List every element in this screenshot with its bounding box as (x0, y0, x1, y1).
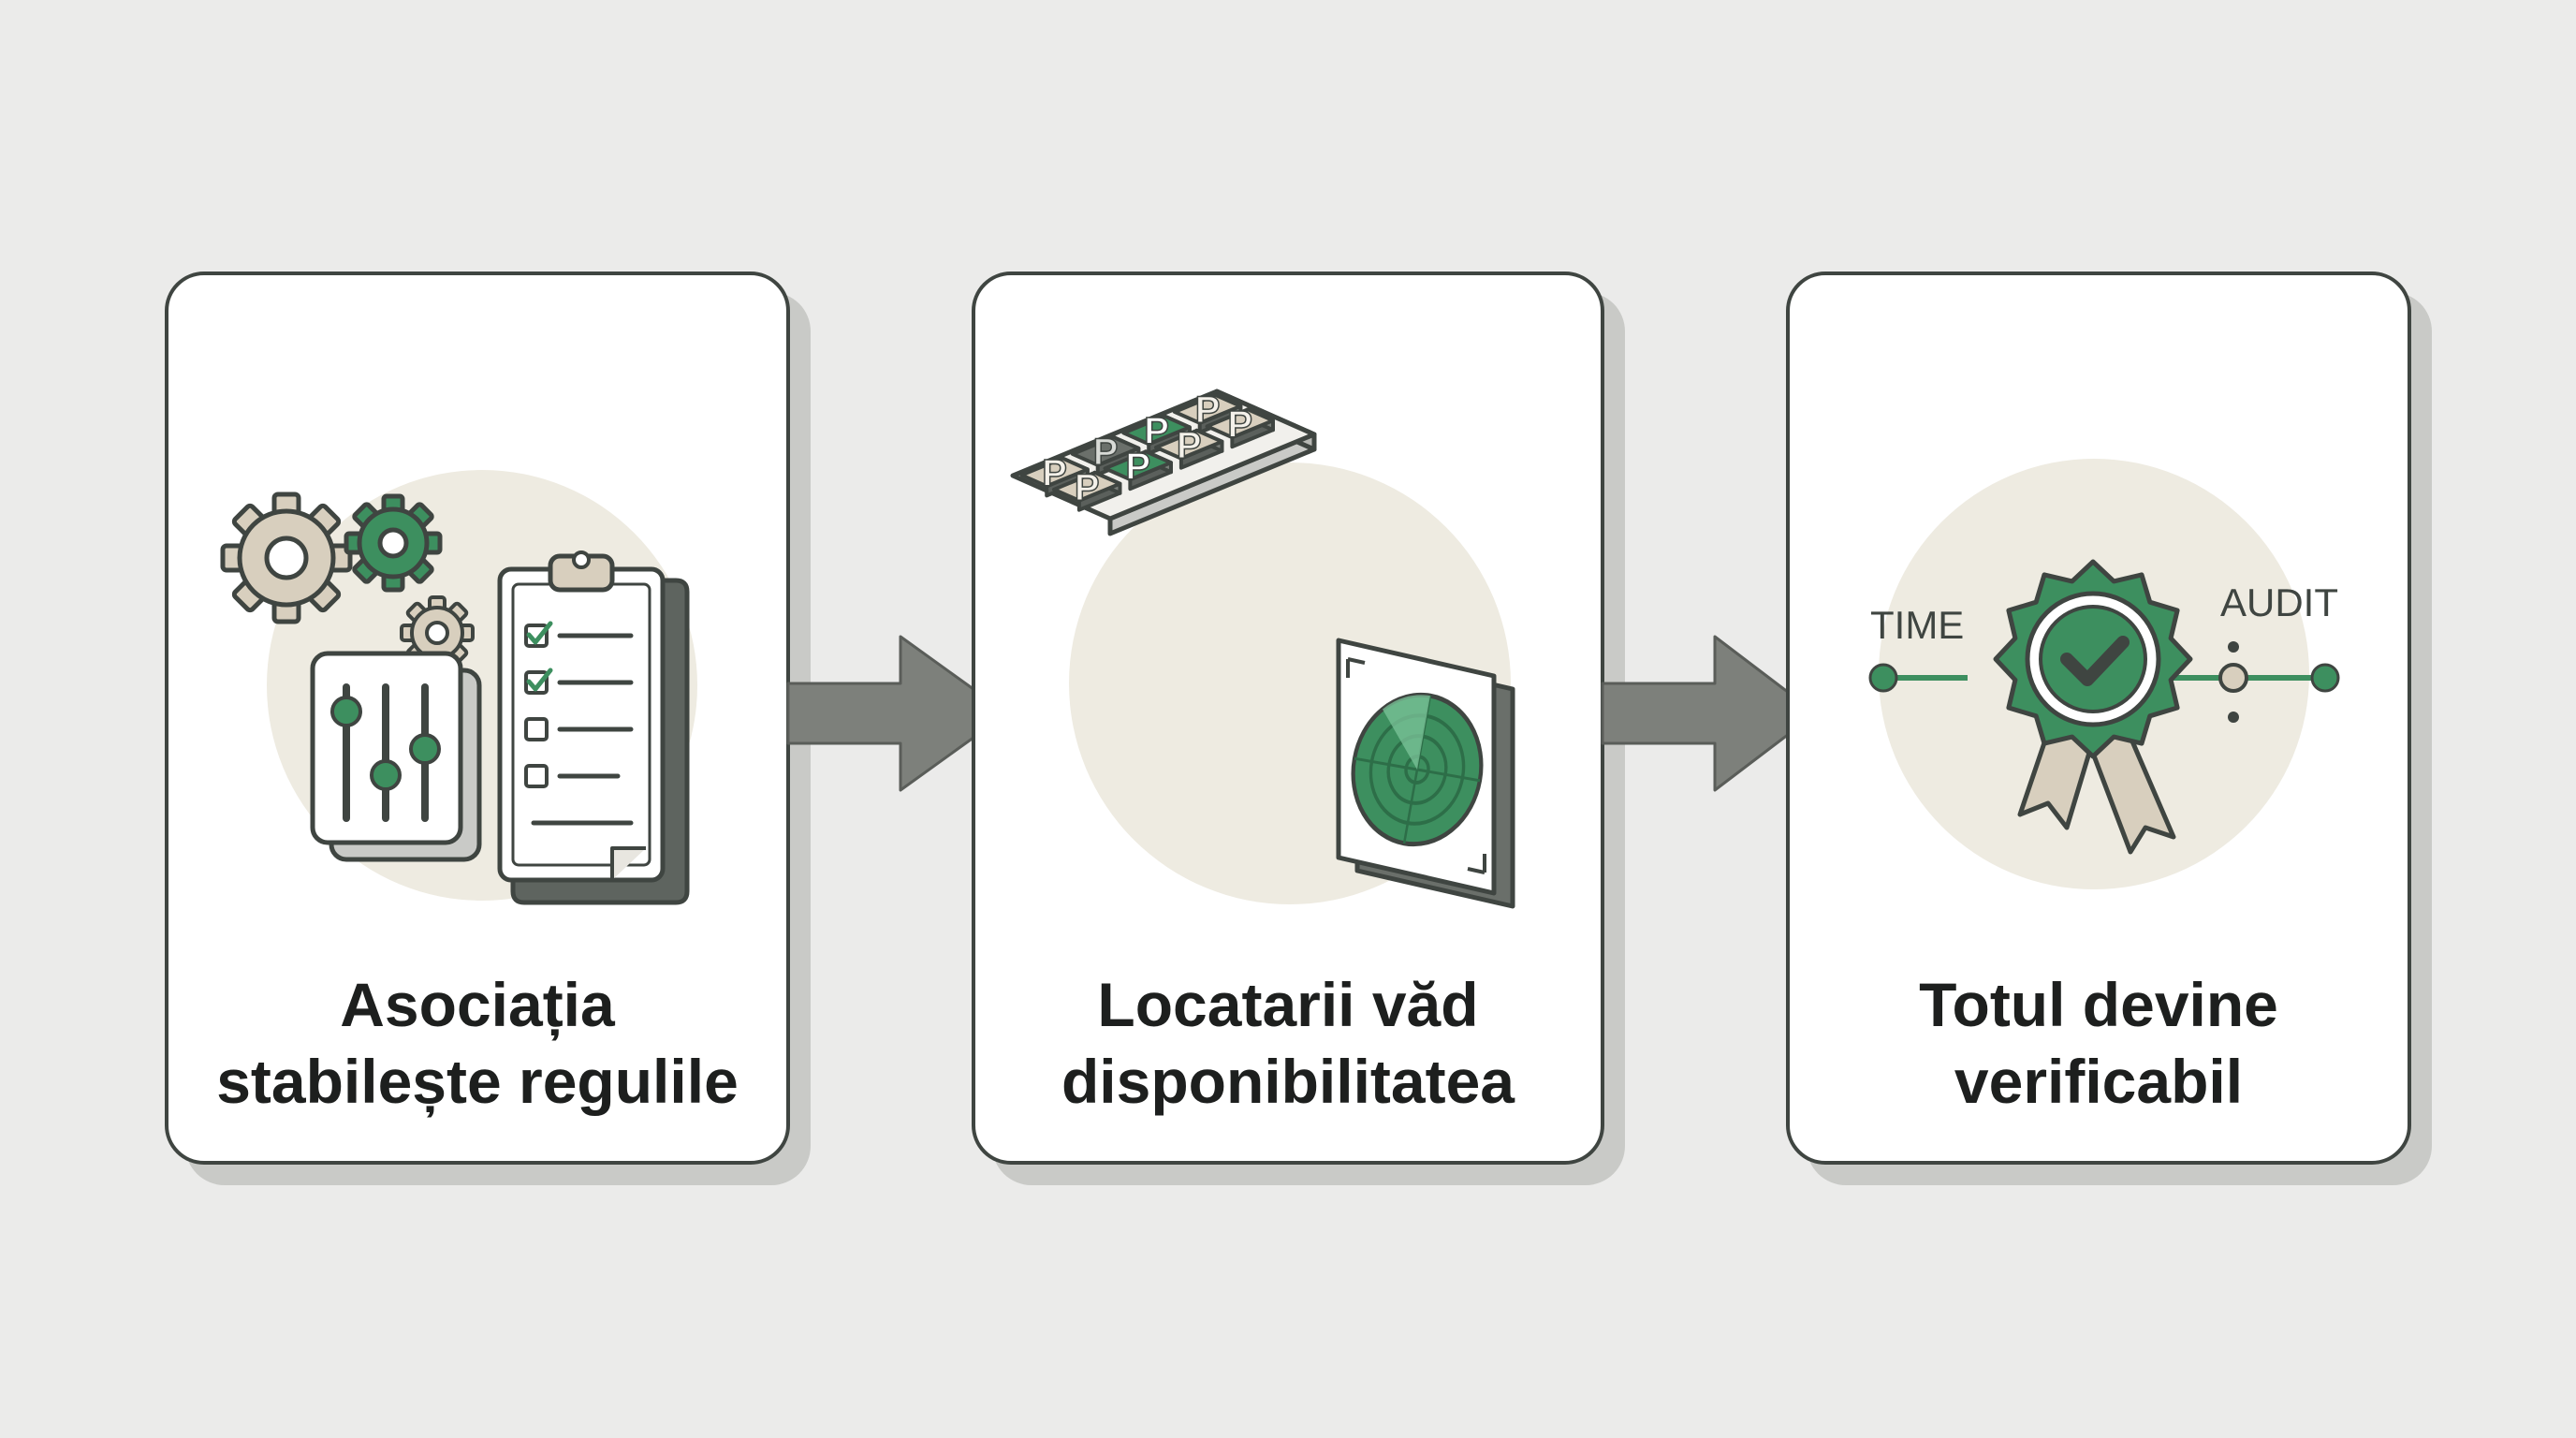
sliders-icon (310, 651, 482, 862)
step-caption-verifiable: Totul devine verificabil (1790, 966, 2408, 1120)
parking-spot: P (1052, 466, 1122, 512)
parking-spot: P (1103, 446, 1173, 492)
caption-line: Locatarii văd (1097, 970, 1479, 1039)
caption-line: verificabil (1954, 1047, 2244, 1116)
rules-illustration-svg (220, 470, 697, 905)
timeline-node (2310, 663, 2340, 693)
step-caption-rules: Asociația stabilește regulile (168, 966, 786, 1120)
parking-letter: P (1227, 404, 1252, 445)
gear-green-icon (344, 493, 443, 593)
caption-line: disponibilitatea (1061, 1047, 1515, 1116)
caption-line: Asociația (340, 970, 615, 1039)
parking-spot: P (1154, 424, 1224, 470)
timeline-node (2218, 663, 2248, 693)
radar-icon (1336, 638, 1515, 909)
parking-spot: P (1019, 452, 1090, 498)
flow-arrow-2 (1601, 635, 1818, 792)
parking-letter: P (1177, 425, 1202, 466)
timeline-left-label: TIME (1870, 603, 1964, 647)
caption-line: stabilește regulile (216, 1047, 739, 1116)
timeline-right-label: AUDIT (2220, 580, 2338, 624)
timeline-node (1868, 663, 1898, 693)
clipboard-checklist-icon (497, 550, 690, 905)
step-card-verifiable: TIME AUDIT Totul devine verificabil (1786, 271, 2411, 1165)
parking-letter: P (1075, 467, 1100, 508)
step-caption-availability: Locatarii văd disponibilitatea (975, 966, 1601, 1120)
step-card-rules: Asociația stabilește regulile (165, 271, 790, 1165)
flow-arrow-1 (786, 635, 1009, 792)
caption-line: Totul devine (1919, 970, 2278, 1039)
timeline-icon: TIME AUDIT (1868, 580, 2340, 723)
parking-spot: P (1205, 404, 1275, 449)
gear-beige-icon (220, 492, 353, 624)
rules-illustration (168, 275, 786, 987)
verifiable-illustration: TIME AUDIT (1790, 275, 2408, 987)
verified-badge-icon (1993, 559, 2193, 855)
verifiable-illustration-svg: TIME AUDIT (1868, 459, 2340, 889)
parking-letter: P (1125, 446, 1150, 487)
